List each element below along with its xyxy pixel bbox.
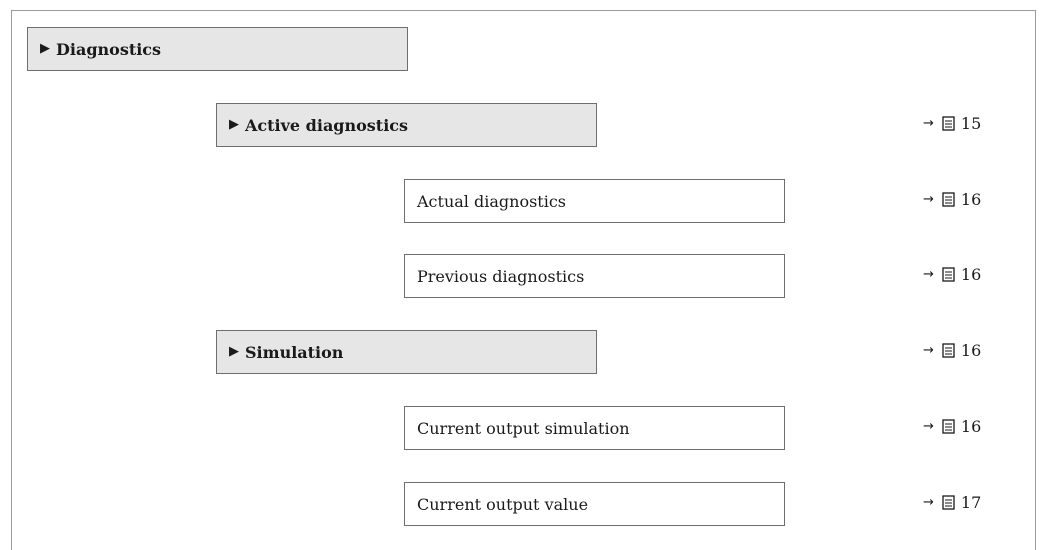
page-reference[interactable]: → 16 [923,190,981,209]
param-current-output-simulation[interactable]: Current output simulation [404,406,785,450]
menu-frame [11,10,1036,550]
expand-triangle-icon: ▶ [40,40,50,56]
page-number: 16 [960,190,982,209]
book-icon [942,192,955,207]
param-label: Actual diagnostics [417,191,566,211]
arrow-right-icon: → [923,192,934,207]
param-label: Current output simulation [417,418,630,438]
submenu-label: Active diagnostics [245,115,409,135]
arrow-right-icon: → [923,267,934,282]
submenu-label: Simulation [245,342,344,362]
page-number: 16 [960,341,982,360]
param-label: Current output value [417,494,589,514]
page-number: 16 [960,265,982,284]
menu-label: Diagnostics [56,39,162,59]
page-number: 17 [960,493,982,512]
book-icon [942,343,955,358]
expand-triangle-icon: ▶ [229,116,239,132]
page-number: 15 [960,114,982,133]
book-icon [942,419,955,434]
expand-triangle-icon: ▶ [229,343,239,359]
arrow-right-icon: → [923,495,934,510]
book-icon [942,116,955,131]
param-previous-diagnostics[interactable]: Previous diagnostics [404,254,785,298]
page-reference[interactable]: → 16 [923,341,981,360]
param-current-output-value[interactable]: Current output value [404,482,785,526]
arrow-right-icon: → [923,419,934,434]
page-reference[interactable]: → 15 [923,114,981,133]
page-reference[interactable]: → 17 [923,493,981,512]
page-reference[interactable]: → 16 [923,417,981,436]
menu-diagnostics[interactable]: ▶ Diagnostics [27,27,408,71]
submenu-active-diagnostics[interactable]: ▶ Active diagnostics [216,103,597,147]
arrow-right-icon: → [923,116,934,131]
book-icon [942,267,955,282]
book-icon [942,495,955,510]
page-number: 16 [960,417,982,436]
submenu-simulation[interactable]: ▶ Simulation [216,330,597,374]
param-actual-diagnostics[interactable]: Actual diagnostics [404,179,785,223]
param-label: Previous diagnostics [417,266,585,286]
arrow-right-icon: → [923,343,934,358]
page-reference[interactable]: → 16 [923,265,981,284]
